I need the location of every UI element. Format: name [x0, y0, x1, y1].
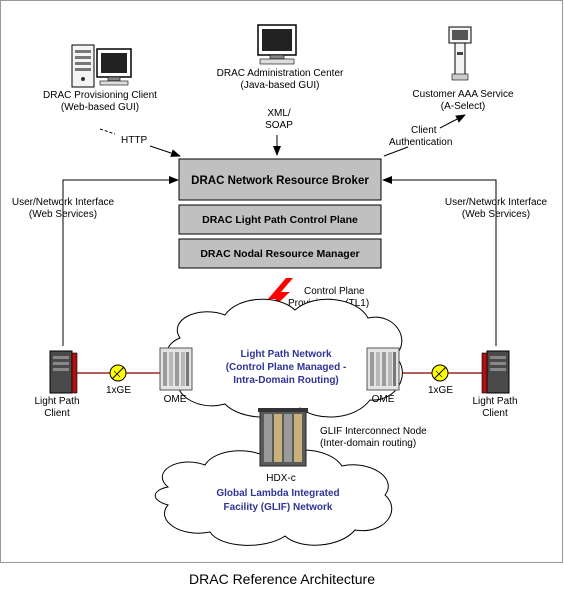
ome-right-icon	[366, 347, 400, 391]
monitor-icon	[257, 24, 297, 65]
glif-node-label: GLIF Interconnect Node	[320, 426, 427, 437]
nodal-rm-box	[178, 238, 382, 269]
ome-left-label: OME	[164, 394, 187, 405]
drac-component-stack: DRAC Network Resource Broker DRAC Light …	[178, 158, 382, 269]
control-plane-label: Control Plane	[304, 286, 365, 297]
diagram-caption: DRAC Reference Architecture	[189, 571, 375, 587]
hdx-switch-icon	[258, 408, 308, 467]
light-path-network-sublabel-1: (Control Plane Managed -	[226, 362, 347, 373]
admin-center-sublabel: (Java-based GUI)	[241, 80, 320, 91]
nodal-rm-label: DRAC Nodal Resource Manager	[200, 248, 359, 260]
client-auth-sublabel: Authentication	[389, 137, 452, 148]
light-path-client-right-sublabel: Client	[482, 408, 508, 419]
light-path-network-cloud	[166, 298, 403, 418]
monitor-icon	[96, 48, 132, 86]
ome-right-label: OME	[372, 394, 395, 405]
ome-left-icon	[159, 347, 193, 391]
http-label: HTTP	[121, 135, 147, 146]
kiosk-icon	[448, 26, 472, 81]
uni-right-label: User/Network Interface	[445, 197, 548, 208]
glif-network-sublabel: Facility (GLIF) Network	[224, 502, 333, 513]
uni-left-label: User/Network Interface	[12, 197, 115, 208]
glif-network-label: Global Lambda Integrated	[216, 488, 339, 499]
server-tower-icon	[71, 44, 95, 88]
gige-coupler-right-icon	[431, 364, 449, 382]
light-path-client-left-sublabel: Client	[44, 408, 70, 419]
light-path-client-right-icon	[481, 350, 510, 394]
gige-right-label: 1xGE	[428, 385, 453, 396]
light-path-client-left-label: Light Path	[34, 396, 79, 407]
soap-label: SOAP	[265, 120, 293, 131]
light-path-cp-label: DRAC Light Path Control Plane	[202, 214, 358, 226]
client-auth-label: Client	[411, 125, 437, 136]
glif-network-cloud	[154, 449, 393, 546]
light-path-client-right-label: Light Path	[472, 396, 517, 407]
provisioning-client-label: DRAC Provisioning Client	[43, 90, 157, 101]
light-path-network-sublabel-2: Intra-Domain Routing)	[233, 375, 339, 386]
uni-left-sublabel: (Web Services)	[29, 209, 97, 220]
uni-right-sublabel: (Web Services)	[462, 209, 530, 220]
glif-node-sublabel: (Inter-domain routing)	[320, 438, 416, 449]
diagram-frame	[0, 0, 563, 563]
xml-label: XML/	[267, 108, 291, 119]
gige-coupler-left-icon	[109, 364, 127, 382]
aaa-service-sublabel: (A-Select)	[441, 101, 485, 112]
hdx-label: HDX-c	[266, 473, 295, 484]
gige-left-label: 1xGE	[106, 385, 131, 396]
admin-center-label: DRAC Administration Center	[217, 68, 344, 79]
broker-label: DRAC Network Resource Broker	[191, 175, 369, 187]
light-path-network-label: Light Path Network	[240, 349, 332, 360]
light-path-cp-box	[178, 204, 382, 235]
aaa-service-label: Customer AAA Service	[412, 89, 514, 100]
light-path-client-left-icon	[49, 350, 78, 394]
provisioning-client-sublabel: (Web-based GUI)	[61, 102, 139, 113]
broker-box	[178, 158, 382, 201]
